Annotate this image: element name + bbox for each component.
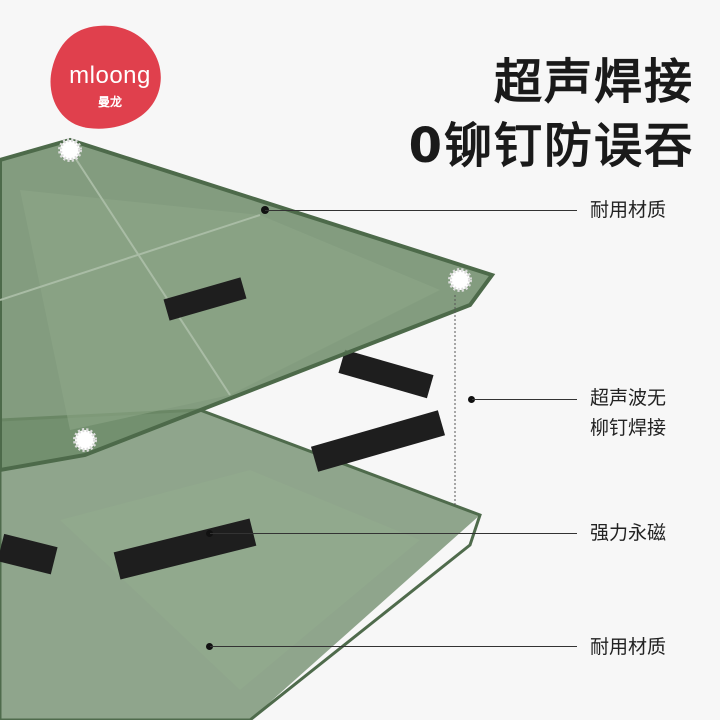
- magnet-bottom-left: [0, 533, 58, 575]
- callout-magnet: 强力永磁: [590, 522, 667, 544]
- top-tile: [0, 137, 496, 473]
- callout-line-3: [210, 533, 577, 534]
- bottom-tile: [0, 408, 482, 720]
- brand-logo: [50, 25, 161, 129]
- brand-name: mloong: [69, 62, 151, 89]
- magnet-middle: [310, 410, 446, 472]
- callout-durable-top: 耐用材质: [590, 199, 667, 221]
- magnet-upper: [338, 349, 434, 399]
- weld-point-3: [73, 428, 97, 452]
- callout-line-4: [210, 646, 577, 647]
- callout-welding-line1: 超声波无: [590, 387, 667, 409]
- callout-welding-line2: 柳钉焊接: [590, 417, 667, 439]
- weld-point-2: [448, 268, 472, 292]
- magnet-top: [163, 277, 247, 321]
- callout-dot-4: [206, 643, 213, 650]
- headline-line1: 超声焊接: [493, 54, 694, 110]
- callout-line-1: [265, 210, 577, 211]
- headline-line2: 0铆钉防误吞: [408, 118, 694, 174]
- callout-dot-3: [206, 530, 213, 537]
- callout-durable-bottom: 耐用材质: [590, 636, 667, 658]
- brand-name-cn: 曼龙: [97, 95, 122, 109]
- weld-point-1: [58, 138, 82, 162]
- callout-line-2: [472, 399, 577, 400]
- callout-dot-2: [468, 396, 475, 403]
